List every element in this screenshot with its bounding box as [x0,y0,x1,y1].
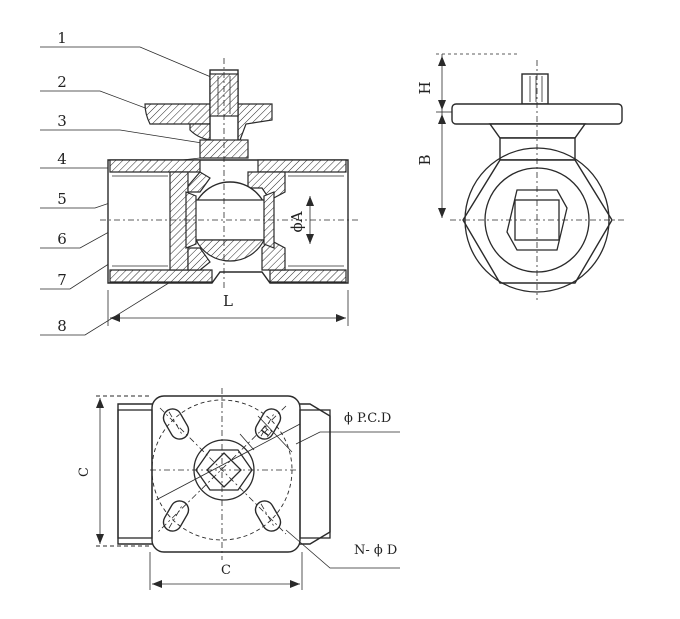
c-horizontal-label: C [221,563,231,578]
side-hex-socket [506,189,568,251]
front-section-view: ϕA L 1 2 3 4 5 6 7 8 [40,29,360,336]
side-view: H B [416,53,625,300]
side-hex-body [462,159,613,284]
callout-leaders [40,46,221,336]
ball-lower-hatch [195,239,265,262]
callout-4: 4 [57,150,67,168]
handle-lever [144,103,273,141]
seat-left [185,191,197,249]
phi-a-label: ϕA [288,211,306,232]
body-bottom-wall [109,269,213,283]
pcd-label: ϕ P.C.D [344,411,391,426]
c-vertical-label: C [77,467,92,477]
threads [112,175,344,267]
callout-8: 8 [57,317,67,335]
callout-2: 2 [57,73,67,91]
height-b-label: B [416,154,434,165]
end-connector [169,171,189,271]
body-top-wall [109,159,201,173]
callout-7: 7 [57,271,67,289]
length-l-label: L [223,292,233,310]
height-h-label: H [416,81,434,94]
callout-3: 3 [57,112,67,130]
top-view: E ϕ P.C.D N- ϕ D C C [77,388,400,590]
n-phi-d-label: N- ϕ D [354,543,397,558]
callout-6: 6 [57,230,67,248]
callout-1: 1 [57,29,67,47]
callout-5: 5 [57,190,67,208]
side-stem [521,73,549,105]
